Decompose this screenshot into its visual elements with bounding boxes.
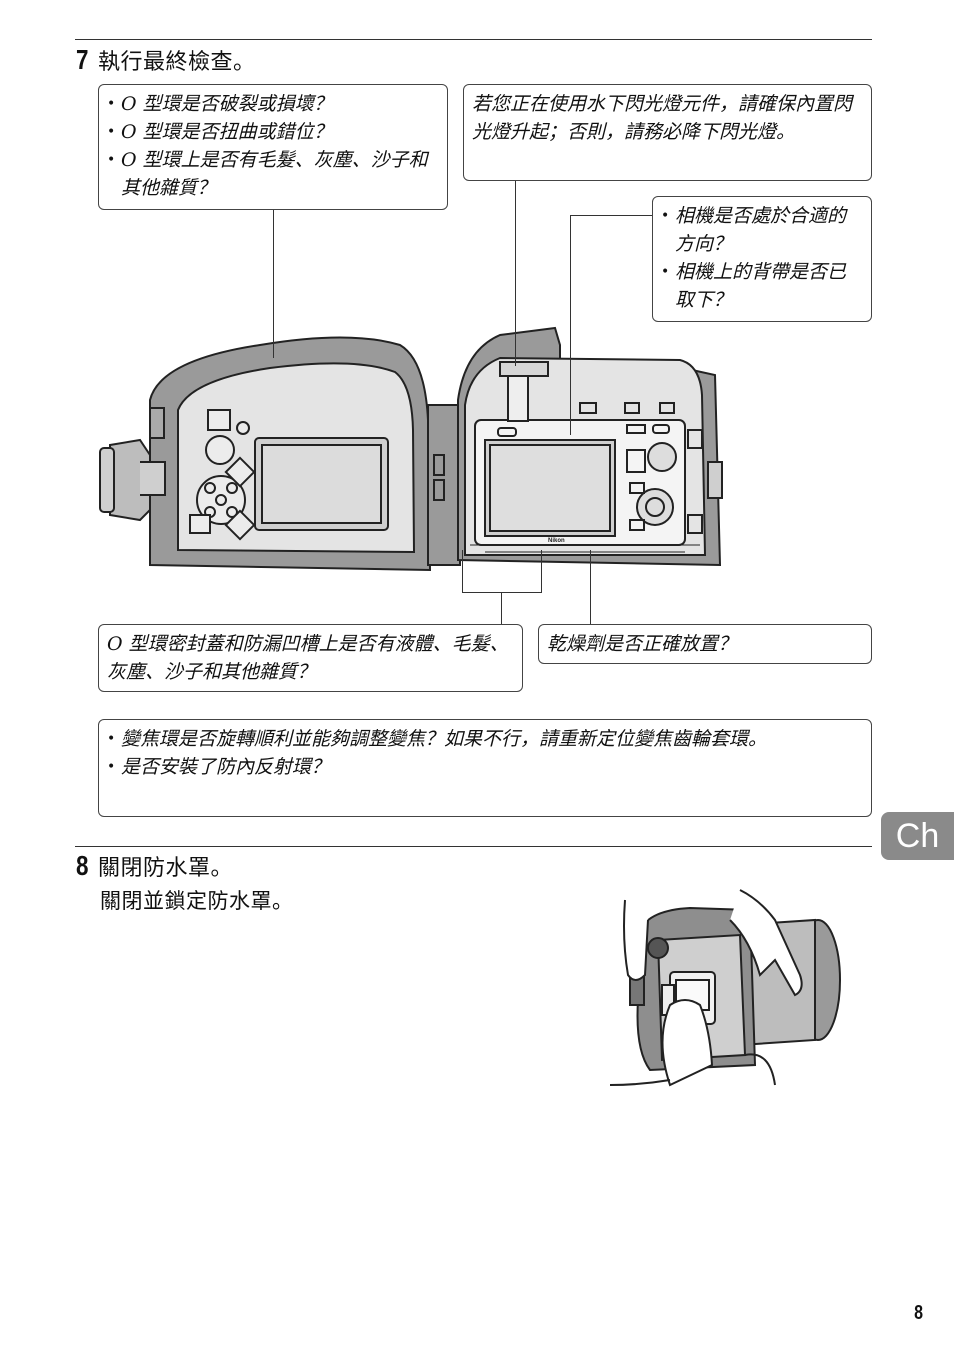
step-title: 關閉防水罩。 — [98, 856, 234, 881]
step-title: 執行最終檢查。 — [98, 50, 256, 75]
leader-camera-h — [570, 215, 653, 216]
callout-camera: 相機是否處於合適的方向？ 相機上的背帶是否已取下？ — [652, 196, 872, 322]
callout-flash: 若您正在使用水下閃光燈元件，請確保內置閃光燈升起；否則，請務必降下閃光燈。 — [463, 84, 872, 181]
leader-flash — [515, 181, 516, 366]
camera-brand-label: Nikon — [548, 538, 565, 544]
camera-item-1: 相機是否處於合適的方向？ — [661, 202, 863, 258]
housing-illustration: Nikon — [99, 326, 723, 572]
leader-groove-down — [501, 592, 502, 625]
zoom-item-2: 是否安裝了防內反射環？ — [107, 753, 863, 781]
oring-item-3: O 型環上是否有毛髮、灰塵、沙子和其他雜質？ — [107, 146, 439, 202]
leader-oring — [273, 210, 274, 358]
callout-groove: O 型環密封蓋和防漏凹槽上是否有液體、毛髮、灰塵、沙子和其他雜質？ — [98, 624, 523, 692]
groove-text: O 型環密封蓋和防漏凹槽上是否有液體、毛髮、灰塵、沙子和其他雜質？ — [107, 633, 509, 683]
leader-camera-v — [570, 215, 571, 435]
language-tab: Ch — [881, 812, 954, 860]
desiccant-text: 乾燥劑是否正確放置？ — [547, 633, 738, 655]
leader-desiccant — [590, 550, 591, 625]
step-8-body: 關閉並鎖定防水罩。 — [100, 889, 294, 913]
callout-zoom: 變焦環是否旋轉順利並能夠調整變焦？如果不行，請重新定位變焦齒輪套環。 是否安裝了… — [98, 719, 872, 817]
oring-item-1: O 型環是否破裂或損壞？ — [107, 90, 439, 118]
flash-text: 若您正在使用水下閃光燈元件，請確保內置閃光燈升起；否則，請務必降下閃光燈。 — [472, 93, 853, 143]
step-8-rule — [75, 846, 872, 847]
top-rule — [75, 39, 872, 40]
closing-housing-illustration — [609, 889, 841, 1087]
step-number: 8 — [76, 850, 89, 881]
step-number: 7 — [76, 44, 89, 75]
camera-item-2: 相機上的背帶是否已取下？ — [661, 258, 863, 314]
callout-desiccant: 乾燥劑是否正確放置？ — [538, 624, 872, 664]
leader-groove-right — [541, 550, 542, 592]
callout-oring: O 型環是否破裂或損壞？ O 型環是否扭曲或錯位？ O 型環上是否有毛髮、灰塵、… — [98, 84, 448, 210]
leader-groove-h — [462, 592, 542, 593]
leader-groove-left — [462, 550, 463, 592]
zoom-item-1: 變焦環是否旋轉順利並能夠調整變焦？如果不行，請重新定位變焦齒輪套環。 — [107, 725, 863, 753]
step-7-heading: 7 執行最終檢查。 — [76, 44, 256, 76]
page-number: 8 — [913, 1302, 923, 1324]
oring-item-2: O 型環是否扭曲或錯位？ — [107, 118, 439, 146]
step-8-heading: 8 關閉防水罩。 — [76, 850, 233, 882]
